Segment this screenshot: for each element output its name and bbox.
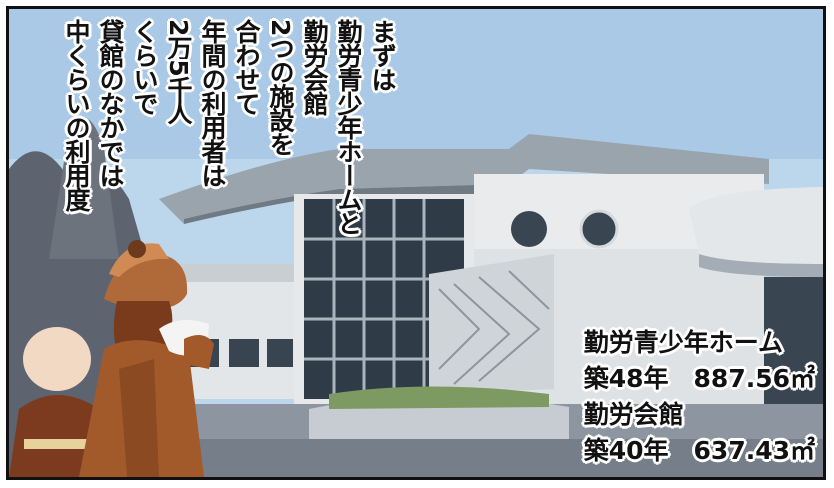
facility-1-info: 築48年 887.56㎡ [583,364,815,393]
narration-line-6: 年間の利用者は [198,19,227,187]
building-illustration [9,9,823,477]
narration-line-4: 2つの施設を [266,19,295,156]
narration-line-7: 2万5千人 [164,19,193,124]
narration-line-5: 合わせて [232,19,261,115]
facility-2-name: 勤労会館 [583,400,684,429]
facility-caption: 勤労青少年ホーム 築48年 887.56㎡ 勤労会館 築40年 637.43㎡ [584,325,815,469]
narration-line-9: 貸館のなかでは [96,19,125,187]
facility-1-name: 勤労青少年ホーム [583,328,783,357]
narration-line-10: 中くらいの利用度 [62,19,91,211]
narration-line-8: くらいで [130,19,159,115]
narration-line-2: 勤労青少年ホームと [334,19,363,235]
facility-2-info: 築40年 637.43㎡ [583,436,815,465]
narration-line-3: 勤労会館 [300,19,329,115]
comic-panel: まずは 勤労青少年ホームと 勤労会館 2つの施設を 合わせて 年間の利用者は 2… [6,6,826,480]
narration-line-1: まずは [368,19,397,91]
